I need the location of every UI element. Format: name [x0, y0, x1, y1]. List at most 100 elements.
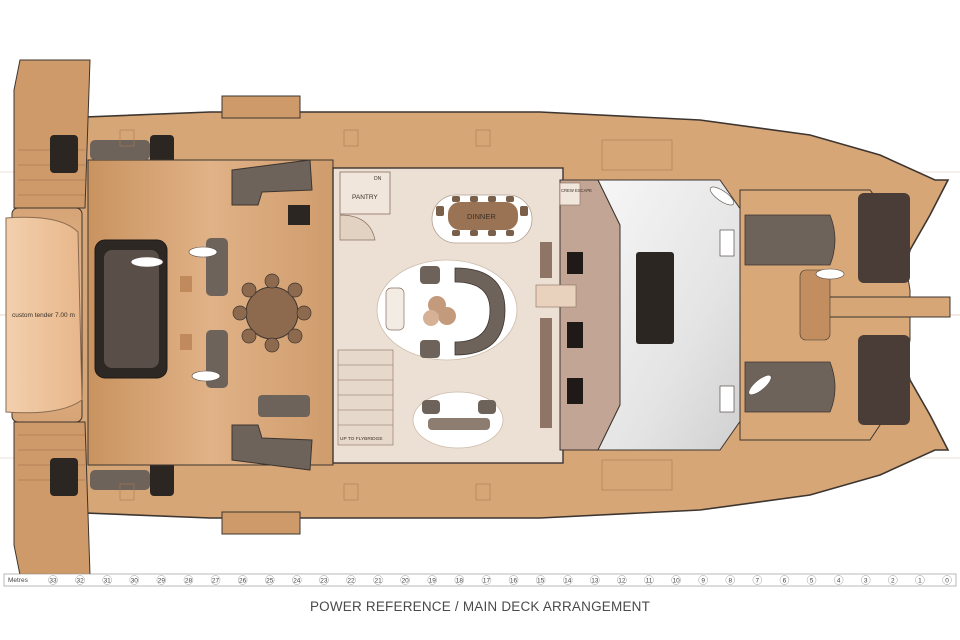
scale-tick-label: 10 [672, 577, 680, 584]
deck-hatches [119, 129, 673, 501]
scale-tick-label: 4 [837, 577, 841, 584]
scale-tick-label: 21 [374, 577, 382, 584]
scale-tick-mark [264, 575, 275, 585]
side-table-2 [180, 334, 192, 350]
scale-tick-label: 24 [293, 577, 301, 584]
hull-window-bottom [719, 385, 735, 413]
scale-tick-label: 19 [429, 577, 437, 584]
coffee-table [423, 296, 456, 326]
fwd-table [799, 269, 831, 341]
aft-bench-starboard [258, 395, 310, 417]
scale-tick-mark [102, 575, 112, 585]
scale-tick-label: 5 [810, 577, 814, 584]
scale-tick-mark [671, 575, 681, 585]
scale-tick-label: 29 [158, 577, 166, 584]
hull-window-top [719, 229, 735, 257]
helm-station [559, 179, 621, 451]
fwd-sunpad-stbd [744, 361, 836, 413]
side-table-1 [180, 276, 192, 292]
scale-tick-label: 27 [212, 577, 220, 584]
scale-tick-mark [237, 575, 248, 585]
aft-sofa-side-top [90, 140, 150, 160]
scale-tick-label: 20 [402, 577, 410, 584]
helm-window-3 [567, 378, 583, 404]
scale-tick-mark [942, 575, 952, 585]
helm-window-1 [567, 252, 583, 274]
scale-tick-mark [644, 575, 654, 585]
scale-tick-label: 1 [918, 577, 922, 584]
scale-tick-label: 16 [510, 577, 518, 584]
helm-dash [540, 242, 552, 278]
scale-tick-mark [725, 575, 736, 585]
scale-tick-mark [508, 575, 519, 585]
scale-tick-mark [183, 575, 194, 585]
aft-seat-port [231, 159, 313, 206]
scale-tick-mark [806, 575, 817, 585]
scale-tick-label: 31 [104, 577, 112, 584]
scale-tick-mark [562, 575, 573, 585]
dining-table [431, 194, 533, 244]
fwd-sunpad-port [744, 214, 836, 266]
bowsprit [819, 296, 951, 318]
scale-tick-mark [129, 575, 140, 585]
scale-tick-mark [860, 575, 871, 585]
dinner-label: DINNER [467, 212, 496, 221]
pantry [339, 171, 391, 215]
scale-tick-mark [698, 575, 708, 585]
armchair-2 [420, 340, 440, 358]
helm-step [535, 284, 577, 308]
scale-tick-label: 14 [564, 577, 572, 584]
scale-tick-mark [454, 575, 465, 585]
scale-tick-mark [346, 575, 356, 585]
aft-sofa-side-bottom [90, 470, 150, 490]
scale-tick-label: 33 [49, 577, 57, 584]
scale-tick-mark [535, 575, 546, 585]
helm-dash-2 [540, 318, 552, 428]
scale-tick-label: 17 [483, 577, 491, 584]
caption: POWER REFERENCE / MAIN DECK ARRANGEMENT [309, 599, 651, 614]
aft-sofa-cushion [104, 250, 159, 368]
crew-escape-label: CREW ESCAPE [561, 188, 592, 193]
aft-seat-starboard [231, 424, 313, 471]
scale-tick-label: 6 [783, 577, 787, 584]
scale-tick-mark [292, 575, 302, 585]
scale-tick-mark [48, 575, 58, 585]
scale-tick-mark [481, 575, 492, 585]
scale-tick-mark [888, 575, 898, 585]
scale-tick-label: 28 [185, 577, 193, 584]
forward-chairs [422, 400, 496, 430]
round-table [232, 273, 312, 353]
scale-tick-label: 13 [591, 577, 599, 584]
scale-tick-mark [156, 575, 167, 585]
dn-label: DN [374, 176, 382, 182]
hatch-stbd-aft [50, 458, 78, 496]
scale-tick-label: 22 [347, 577, 355, 584]
scale-tick-mark [210, 575, 221, 585]
tender-label: custom tender 7.00 m [12, 312, 75, 319]
scale-tick-mark [75, 575, 85, 585]
scale-tick-label: 8 [728, 577, 732, 584]
crew-escape [559, 182, 581, 206]
scale-tick-mark [915, 575, 925, 585]
trampoline-stbd [858, 335, 910, 425]
stair-hatch-dark [288, 205, 310, 225]
scale-tick-label: 30 [131, 577, 139, 584]
side-tab-bottom [221, 511, 301, 535]
scale-tick-mark [833, 575, 844, 585]
side-tab-top [221, 95, 301, 119]
scale-tick-label: 18 [456, 577, 464, 584]
scale-tick-label: 3 [864, 577, 868, 584]
scale-tick-label: 11 [646, 577, 653, 584]
stern-step-port [13, 59, 91, 209]
person-figures [130, 186, 845, 396]
scale-tick-label: 0 [945, 577, 949, 584]
scale-tick-label: 7 [756, 577, 760, 584]
stair-down [339, 214, 376, 241]
scale-tick-mark [373, 575, 383, 585]
scale-tick-mark [319, 575, 329, 585]
armchair-1 [420, 266, 440, 284]
helm-window-2 [567, 322, 583, 348]
pantry-label: PANTRY [352, 194, 378, 201]
